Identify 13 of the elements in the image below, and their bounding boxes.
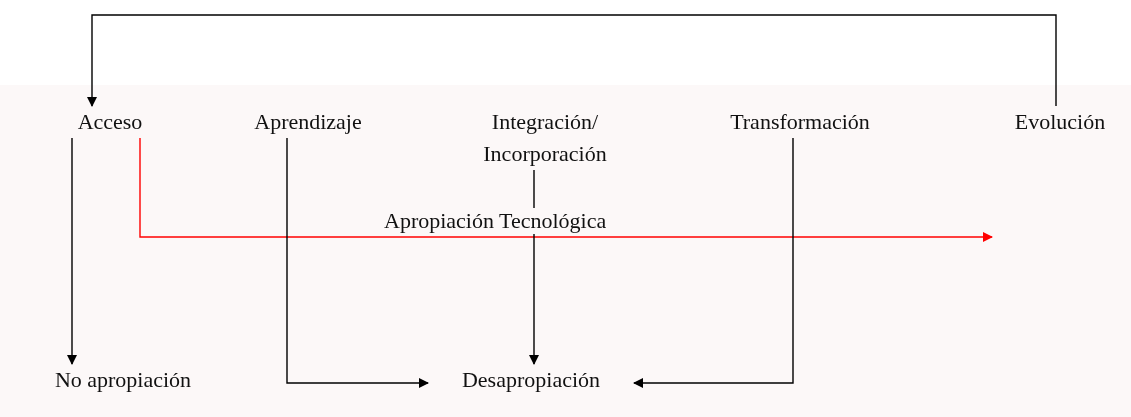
arrow [67, 137, 77, 365]
node-label: Transformación [730, 108, 870, 136]
arrow [286, 137, 429, 388]
node-label: Evolución [1014, 108, 1106, 136]
node-label: Integración/ Incorporación [482, 108, 608, 168]
node-label: Desapropiación [461, 366, 601, 394]
edge-label: Apropiación Tecnológica [382, 208, 609, 234]
arrow [633, 137, 794, 388]
arrow [87, 14, 1057, 107]
node-label: Acceso [77, 108, 143, 136]
node-label: No apropiación [54, 366, 192, 394]
arrow [139, 137, 993, 242]
node-label: Aprendizaje [254, 108, 362, 136]
